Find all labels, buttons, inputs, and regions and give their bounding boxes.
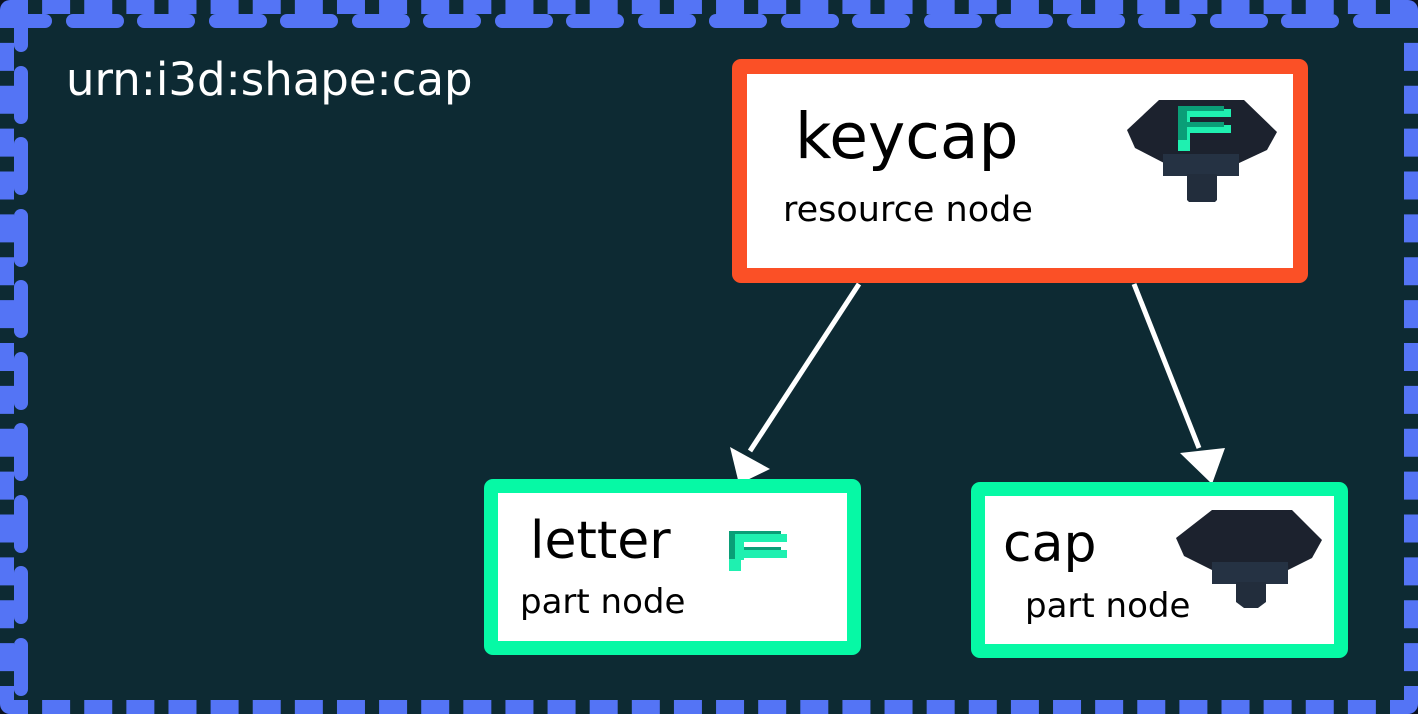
arrowhead (1180, 448, 1225, 484)
letter-f-glyph-icon (725, 525, 797, 577)
frame-dash (995, 14, 1053, 28)
frame-dash (14, 351, 28, 410)
blank-keycap-icon (1170, 504, 1330, 608)
frame-dash (208, 14, 267, 28)
frame-dash (14, 208, 28, 267)
frame-dash (1138, 14, 1196, 28)
node-cap[interactable]: cap part node (971, 482, 1348, 658)
frame-dash (852, 14, 910, 28)
frame-dash (780, 14, 839, 28)
node-keycap-body: keycap resource node (747, 74, 1293, 268)
edge-line (1131, 283, 1202, 449)
frame-dash (137, 14, 195, 28)
node-letter-subtitle: part node (520, 582, 686, 622)
frame-dashes-left (14, 14, 28, 714)
frame-dash (14, 637, 28, 696)
page-title: urn:i3d:shape:cap (66, 53, 473, 106)
frame-dash (14, 65, 28, 124)
frame-dash (65, 14, 124, 28)
node-letter-title: letter (530, 511, 671, 571)
frame-dash (423, 14, 481, 28)
frame-dash (351, 14, 410, 28)
frame-dash (14, 280, 28, 338)
frame-dash (709, 14, 767, 28)
node-cap-subtitle: part node (1025, 586, 1191, 626)
graph-canvas[interactable]: urn:i3d:shape:cap keycap resource node (14, 14, 1404, 714)
frame-dashes-top (14, 14, 1404, 28)
edge-keycap-to-cap (1131, 283, 1225, 484)
frame-dash (923, 14, 982, 28)
node-cap-body: cap part node (985, 496, 1334, 644)
node-cap-title: cap (1003, 514, 1097, 574)
frame-dash (494, 14, 553, 28)
keycap-with-letter-icon (1119, 92, 1284, 202)
frame-dash (14, 709, 28, 714)
frame-dash (637, 14, 696, 28)
frame-dash (1209, 14, 1268, 28)
node-keycap-title: keycap (795, 100, 1019, 173)
frame-dash (566, 14, 624, 28)
frame-dash (14, 566, 28, 624)
edge-keycap-to-letter (730, 282, 862, 484)
frame-dash (14, 14, 28, 52)
node-letter[interactable]: letter part node (484, 479, 861, 655)
node-keycap[interactable]: keycap resource node (732, 59, 1308, 283)
frame-dash (14, 137, 28, 195)
frame-dash (280, 14, 338, 28)
frame-dash (1281, 14, 1339, 28)
edge-line (747, 282, 862, 453)
frame-dash (14, 494, 28, 553)
frame-dash (1066, 14, 1125, 28)
node-keycap-subtitle: resource node (783, 190, 1033, 230)
frame-dash (1352, 14, 1404, 28)
frame-dash (14, 423, 28, 481)
node-letter-body: letter part node (498, 493, 847, 641)
